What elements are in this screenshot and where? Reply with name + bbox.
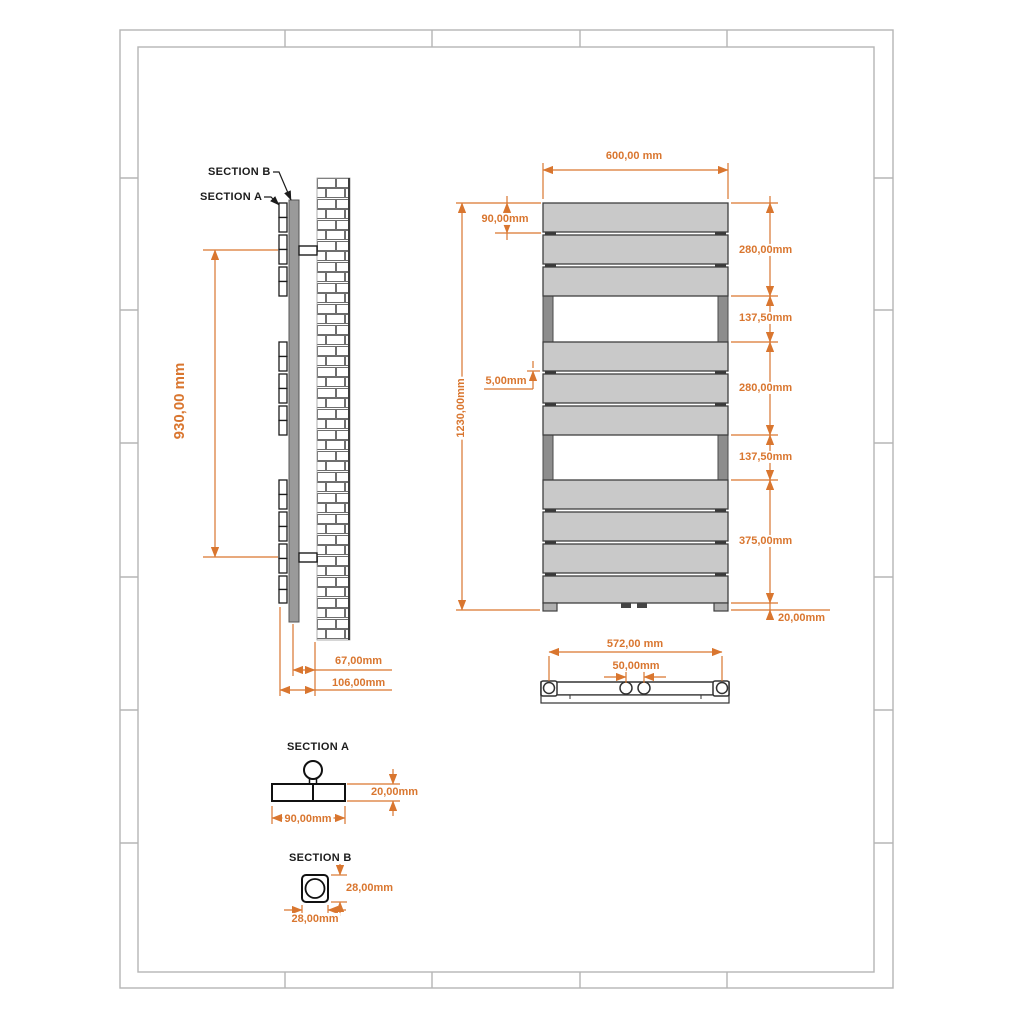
dim-section-a-20-label: 20,00mm [369,785,421,799]
dim-90-graphics [456,196,541,240]
dim-chain-137-2-label: 137,50mm [737,450,795,464]
valve-nubs [621,603,647,608]
dim-chain-20-label: 20,00mm [776,611,828,625]
dim-depth-67-label: 67,00mm [333,655,385,668]
dim-chain-280-2-label: 280,00mm [737,381,795,395]
panel-stack-front [542,202,729,604]
bottom-view [540,647,730,704]
dim-chain-280-1-label: 280,00mm [737,243,795,257]
dim-bottom-50-label: 50,00mm [610,659,662,673]
section-b-callout-label: SECTION B [206,166,273,179]
dim-1230-graphics [456,202,540,611]
dim-mount-height-label: 930,00 mm [170,360,189,442]
dim-600-graphics [542,163,729,199]
dim-top-panel-90-label: 90,00mm [479,212,531,226]
section-b-title: SECTION B [287,852,354,865]
side-view [203,171,392,696]
gap-ticks [545,232,726,576]
dim-chain-375-label: 375,00mm [737,534,795,548]
dim-section-b-28-bottom-label: 28,00mm [289,912,341,926]
dim-section-a-90-label: 90,00mm [282,812,334,826]
front-view [456,163,830,621]
feet [542,602,729,612]
dim-total-height-1230-label: 1230,00mm [454,376,468,440]
dim-depth-graphics [279,607,392,696]
sheet-frame [119,29,894,989]
dim-panel-gap-5-label: 5,00mm [483,374,529,388]
dim-width-600-label: 600,00 mm [603,149,665,163]
wall-brackets [298,245,318,563]
bottom-bar [540,681,730,696]
pipe-connections [542,681,729,695]
dim-572-graphics [548,647,723,681]
dim-section-b-28-right-label: 28,00mm [344,881,396,895]
dim-chain-137-1-label: 137,50mm [737,311,795,325]
panel-stack-side [278,202,288,604]
slat-ticks [569,695,702,699]
dim-bottom-572-label: 572,00 mm [604,637,666,651]
dim-depth-106-label: 106,00mm [330,677,388,690]
section-b-detail [284,861,347,916]
collector-tube-side [288,199,300,623]
section-a-callout-label: SECTION A [198,191,265,204]
brick-wall [316,177,351,641]
section-a-title: SECTION A [285,741,352,754]
dim-chain-graphics [731,196,830,621]
dim-930-graphics [203,249,278,558]
dim-5-graphics [484,361,540,390]
bottom-slat [540,694,730,704]
